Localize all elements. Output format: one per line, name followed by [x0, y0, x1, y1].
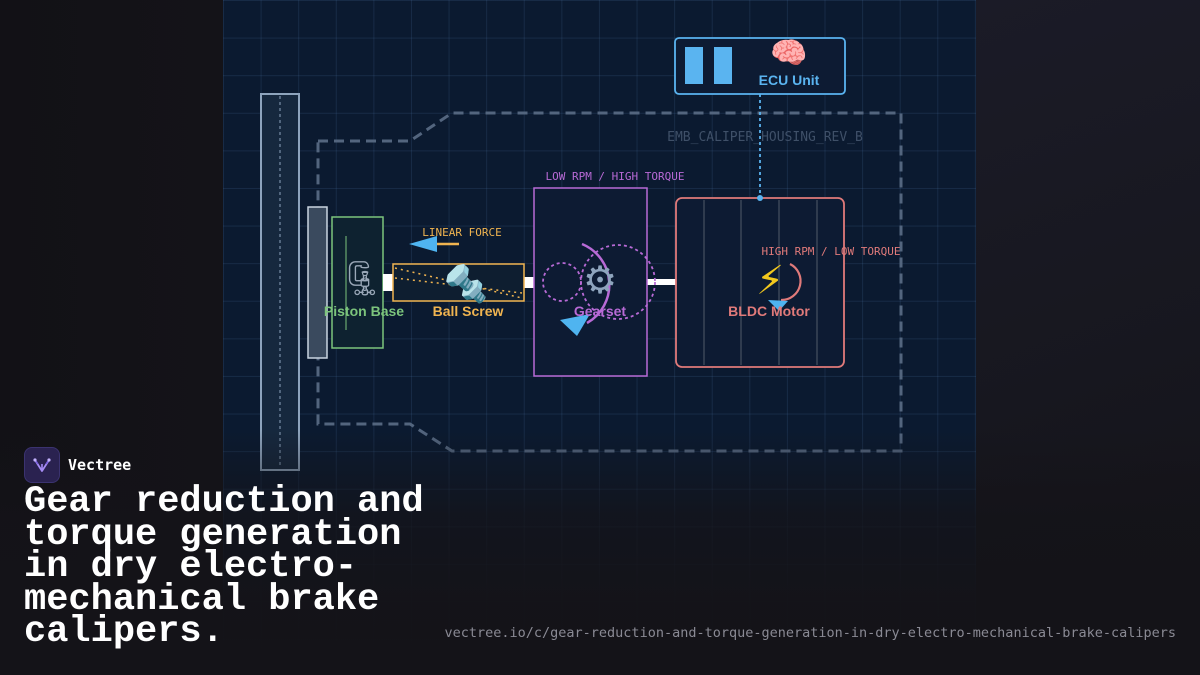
ball-screw-box — [392, 263, 525, 302]
bldc-motor-label: BLDC Motor — [728, 303, 810, 319]
gearset-annotation: LOW RPM / HIGH TORQUE — [545, 170, 684, 183]
motor-rotation-arc — [780, 263, 802, 302]
gear-icon: ⚙ — [583, 258, 617, 302]
nut-and-bolt-icon: 🔩 — [444, 263, 489, 305]
linear-force-label: LINEAR FORCE — [422, 226, 501, 239]
page-title: Gear reduction and torque generation in … — [24, 481, 424, 653]
gear-rotation-arrow-head — [560, 314, 590, 336]
ecu-signal-node — [757, 195, 763, 201]
housing-label: EMB_CALIPER_HOUSING_REV_B — [667, 130, 863, 145]
page-url[interactable]: vectree.io/c/gear-reduction-and-torque-g… — [444, 625, 1177, 641]
linear-force-arrow-head — [409, 236, 437, 252]
clamp-icon: 🗜 — [340, 259, 383, 299]
gear-rotation-arc — [581, 242, 611, 325]
motor-rotation-arrow-head — [768, 300, 788, 311]
ecu-chip-bar-1 — [685, 47, 703, 84]
vectree-logo-icon — [24, 447, 60, 483]
brain-icon: 🧠 — [770, 36, 807, 71]
connector-screw-gear — [524, 277, 534, 288]
gearset-label: Gearset — [574, 303, 626, 319]
brand-name: Vectree — [68, 456, 132, 474]
piston-base-label: Piston Base — [324, 303, 404, 319]
brand: Vectree — [24, 447, 131, 483]
connector-piston-screw — [383, 274, 393, 291]
gearset-box — [533, 187, 648, 377]
gear-large — [580, 244, 656, 320]
ecu-chip-bar-2 — [714, 47, 732, 84]
ball-screw-label: Ball Screw — [433, 303, 504, 319]
ecu-label: ECU Unit — [759, 72, 820, 88]
lightning-icon: ⚡ — [756, 258, 784, 304]
motor-annotation: HIGH RPM / LOW TORQUE — [761, 245, 900, 258]
shaft-gear-motor — [647, 279, 676, 285]
ball-screw-thread-a — [394, 267, 523, 299]
brake-pad — [307, 206, 328, 359]
